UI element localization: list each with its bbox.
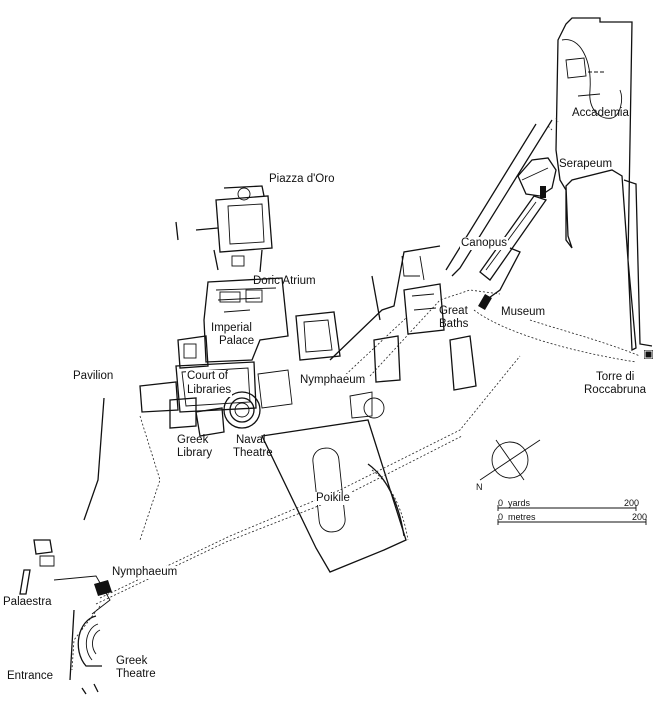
nymphaeum-upper — [295, 245, 441, 361]
label-doric-atrium: Doric Atrium — [253, 275, 316, 287]
scale-yards-start: 0 — [498, 498, 504, 508]
scale-bars — [497, 505, 647, 525]
label-greek-library-2: Library — [177, 447, 213, 459]
greek-theatre — [69, 605, 102, 695]
label-accademia: Accademia — [572, 107, 629, 119]
accademia-complex — [473, 17, 653, 363]
label-entrance: Entrance — [7, 670, 54, 682]
label-greek-theatre-1: Greek — [116, 655, 148, 667]
svg-text:N: N — [476, 482, 483, 492]
label-naval-theatre-1: Naval — [236, 434, 266, 446]
label-poikile: Poikile — [315, 492, 351, 505]
label-court-of-libraries-2: Libraries — [186, 384, 233, 397]
label-palaestra: Palaestra — [3, 596, 52, 608]
label-greek-theatre-2: Theatre — [116, 668, 156, 680]
scale-metres-end: 200 — [632, 512, 648, 522]
naval-theatre — [169, 369, 293, 437]
label-naval-theatre-2: Theatre — [233, 447, 273, 459]
scale-metres-unit: metres — [508, 512, 536, 522]
great-baths — [349, 283, 477, 419]
scale-yards-end: 200 — [624, 498, 640, 508]
label-torre-di-roccabruna-1: Torre di — [596, 371, 635, 383]
label-nymphaeum-lower: Nymphaeum — [111, 566, 179, 579]
court-of-libraries — [175, 361, 257, 413]
label-serapeum: Serapeum — [559, 158, 613, 170]
piazza-d-oro — [175, 185, 273, 273]
pavilion — [83, 381, 179, 521]
label-museum: Museum — [501, 306, 546, 318]
north-arrow-icon: N — [476, 439, 541, 492]
scale-yards-unit: yards — [508, 498, 531, 508]
label-greek-library-1: Greek — [177, 434, 209, 446]
label-imperial-palace-1: Imperial — [210, 322, 253, 335]
canopus — [478, 195, 548, 311]
imperial-palace — [177, 277, 289, 369]
label-nymphaeum-upper: Nymphaeum — [299, 374, 367, 387]
access-paths — [95, 289, 521, 605]
label-imperial-palace-2: Palace — [218, 335, 256, 348]
label-torre-di-roccabruna-2: Roccabruna — [584, 384, 647, 396]
label-court-of-libraries-1: Court of — [186, 370, 229, 383]
palaestra-area — [19, 539, 112, 615]
label-great-baths-1: Great — [439, 305, 468, 317]
label-canopus: Canopus — [460, 237, 509, 250]
serapeum — [517, 157, 557, 198]
label-piazza-d-oro: Piazza d'Oro — [269, 173, 335, 185]
label-great-baths-2: Baths — [439, 318, 469, 330]
label-pavilion: Pavilion — [73, 370, 114, 382]
scale-metres-start: 0 — [498, 512, 504, 522]
